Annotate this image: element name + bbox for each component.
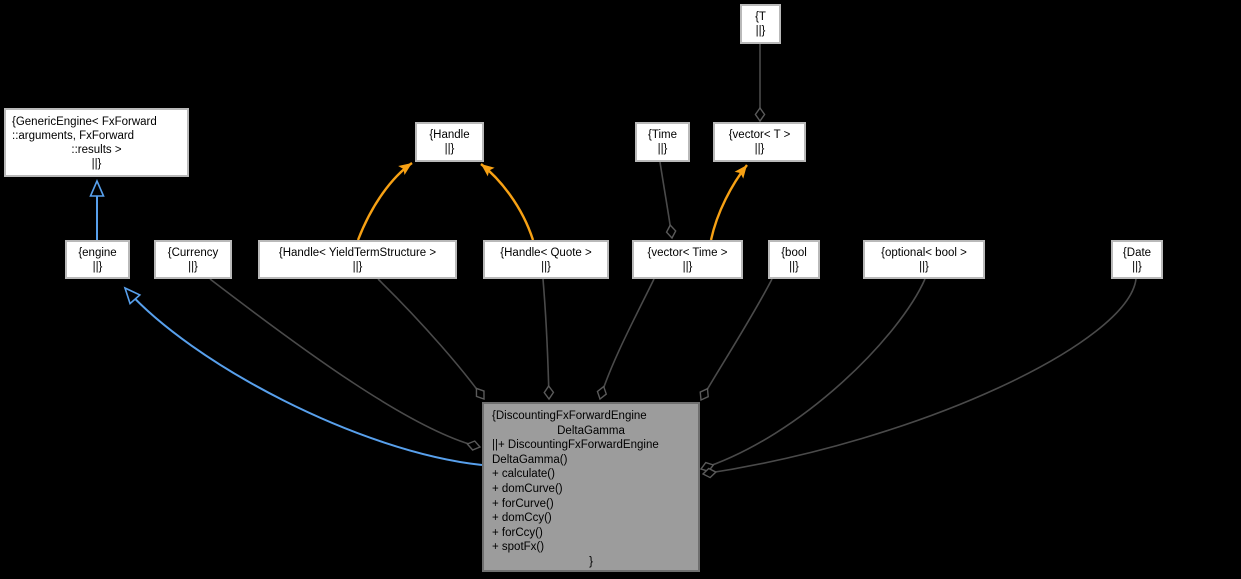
edge-handlequote-main	[542, 278, 555, 401]
node-Handle-YieldTermStructure[interactable]: {Handle< YieldTermStructure > ||}	[258, 240, 457, 279]
edge-bool-main	[699, 278, 773, 402]
node-optional-bool[interactable]: {optional< bool > ||}	[863, 240, 985, 279]
edge-time-vectortime	[659, 161, 677, 240]
node-Currency[interactable]: {Currency ||}	[154, 240, 232, 279]
node-Date[interactable]: {Date ||}	[1111, 240, 1163, 279]
node-Handle-Quote[interactable]: {Handle< Quote > ||}	[483, 240, 609, 279]
edge-date-main	[701, 278, 1137, 479]
node-T[interactable]: {T ||}	[740, 4, 781, 44]
edge-vectortime-main	[596, 278, 655, 401]
node-DiscountingFxForwardEngineDeltaGamma[interactable]: {DiscountingFxForwardEngine DeltaGamma |…	[482, 402, 700, 572]
edge-handlequote-handle	[480, 163, 535, 241]
node-bool[interactable]: {bool ||}	[768, 240, 820, 279]
edge-handleyts-handle	[356, 162, 413, 241]
node-vector-Time[interactable]: {vector< Time > ||}	[632, 240, 743, 279]
edge-main-engine	[125, 288, 483, 466]
node-Time[interactable]: {Time ||}	[635, 122, 690, 162]
edge-handleyts-main	[377, 278, 485, 400]
node-Handle[interactable]: {Handle ||}	[415, 122, 484, 162]
node-vector-T[interactable]: {vector< T > ||}	[713, 122, 806, 162]
node-engine[interactable]: {engine ||}	[65, 240, 130, 279]
edge-optionalbool-main	[699, 278, 926, 473]
edge-vectortime-vectort	[709, 164, 748, 241]
node-GenericEngine[interactable]: {GenericEngine< FxForward ::arguments, F…	[4, 108, 189, 177]
edge-currency-main	[209, 278, 482, 451]
